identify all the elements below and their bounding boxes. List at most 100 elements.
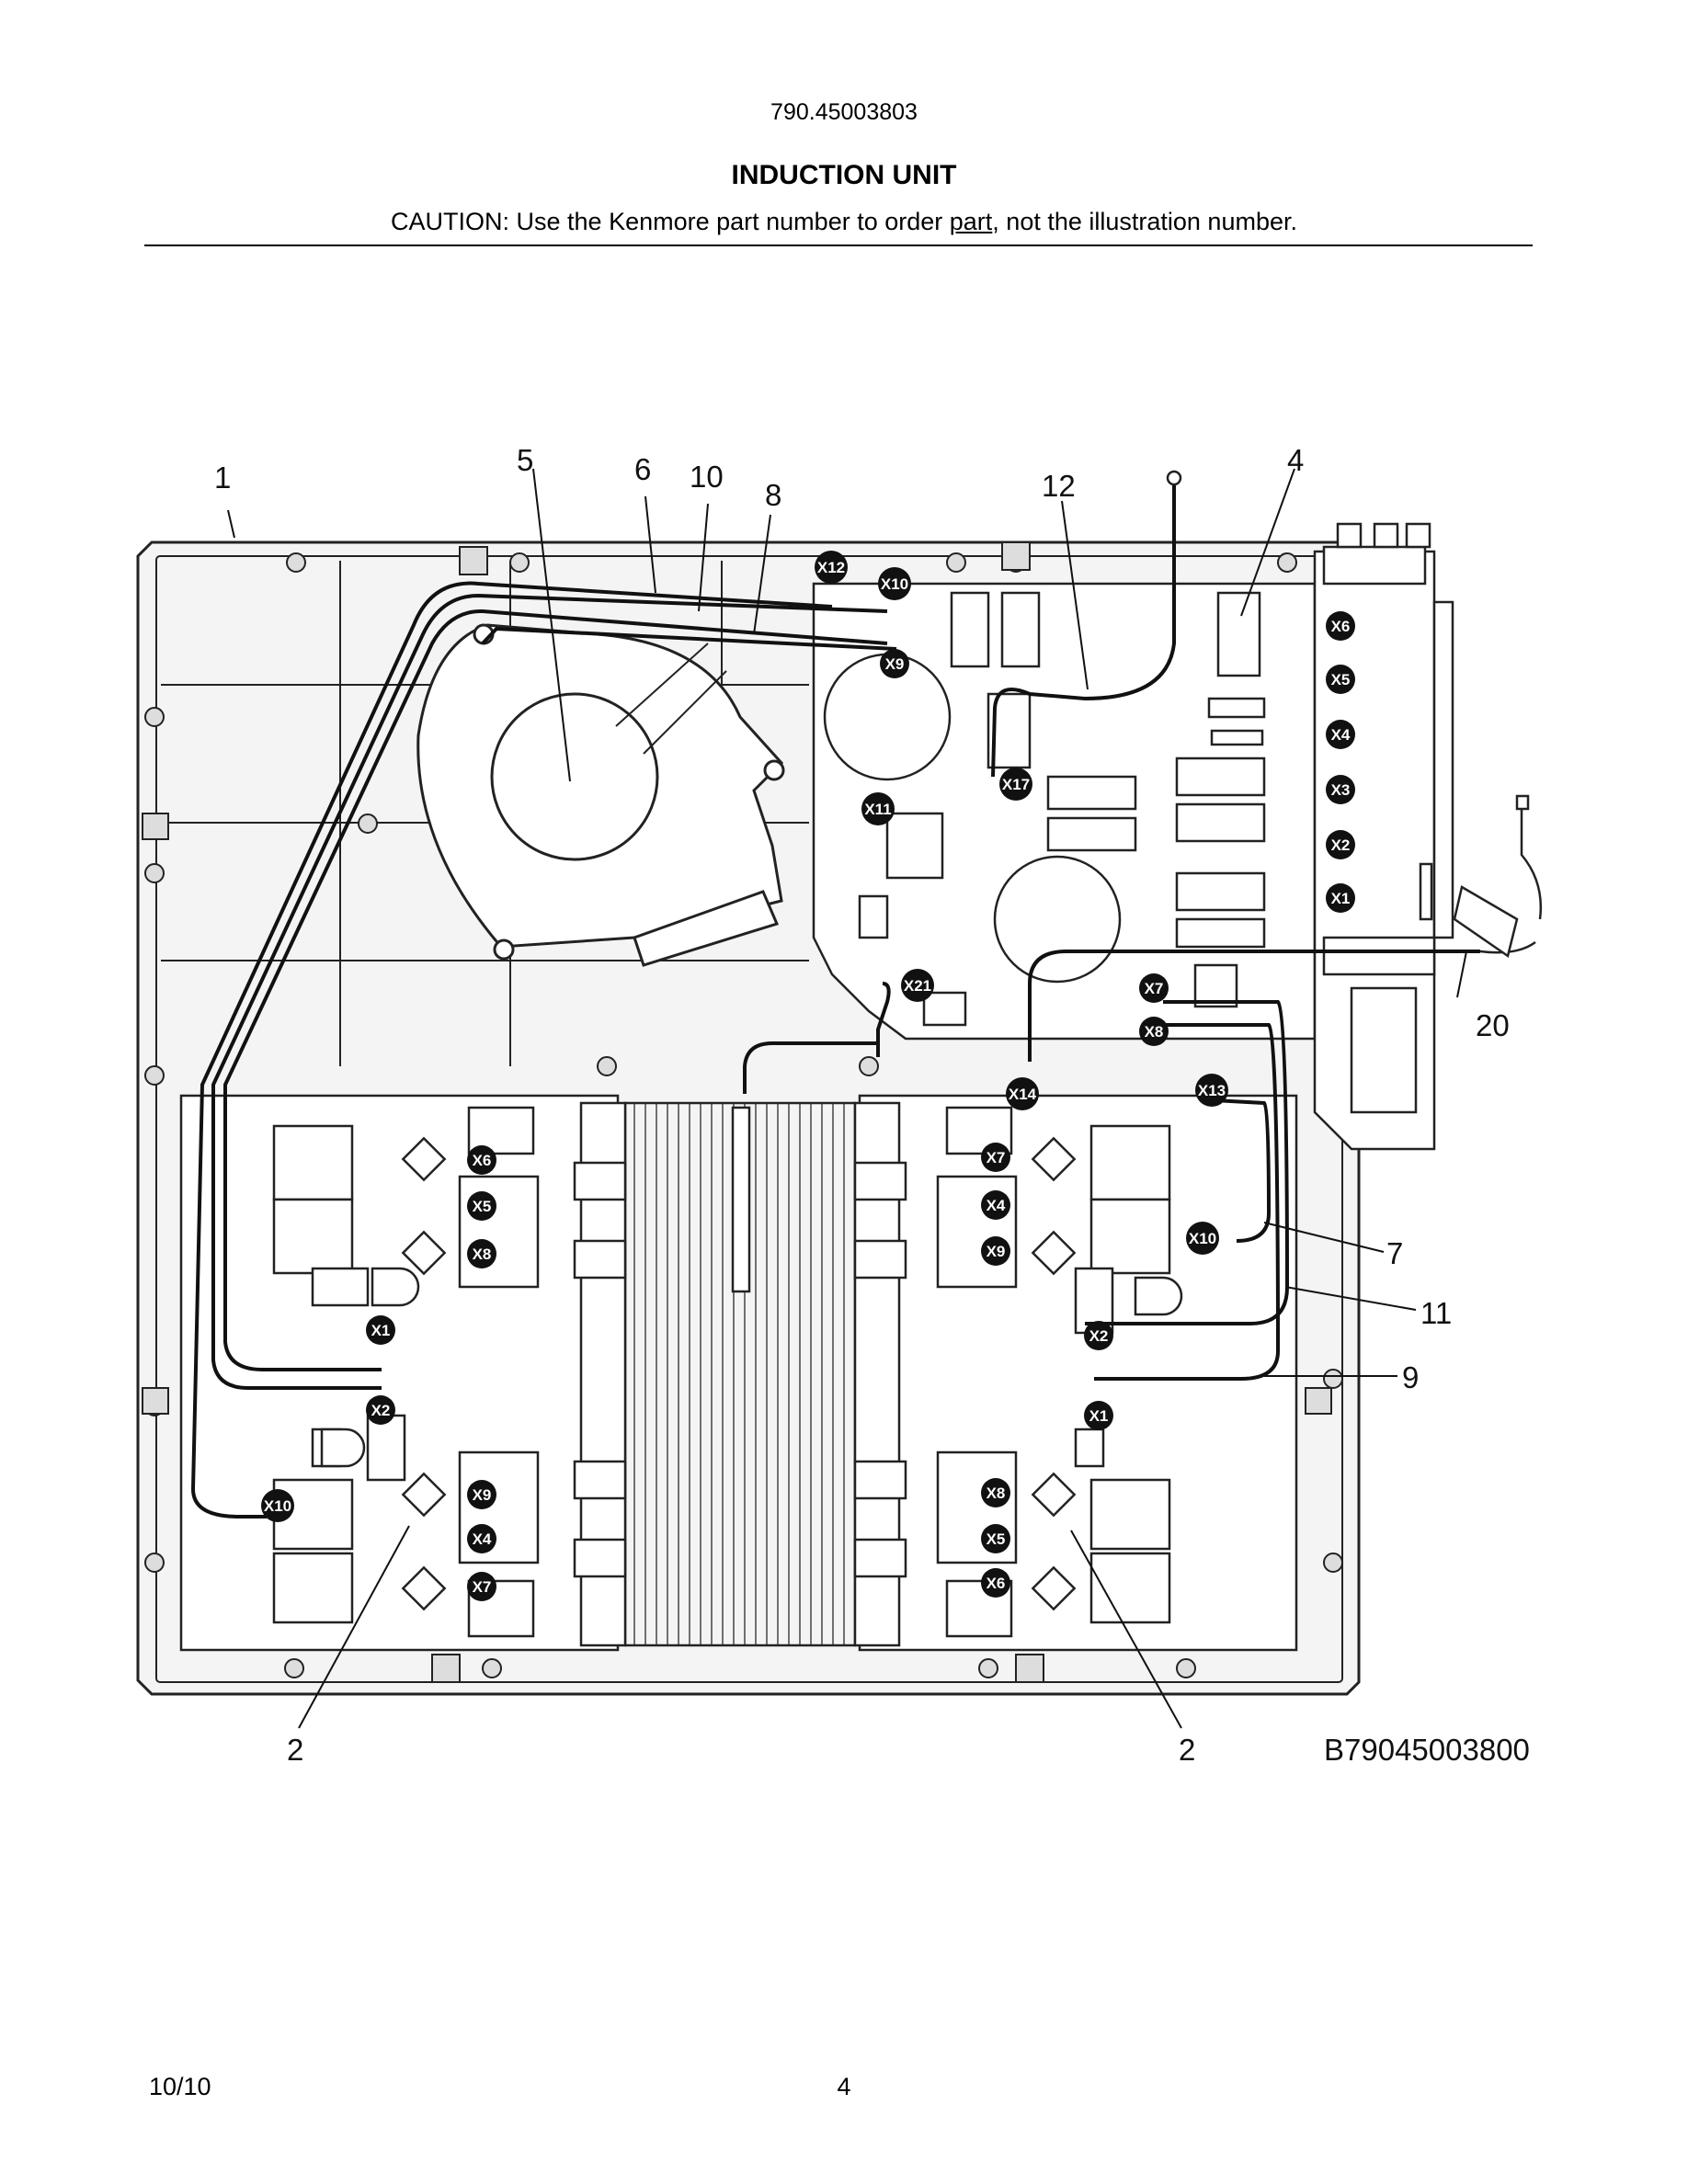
svg-text:X5: X5 bbox=[987, 1530, 1006, 1548]
blower-fan bbox=[416, 623, 785, 967]
caution-prefix: CAUTION: Use the Kenmore part number to … bbox=[391, 208, 950, 235]
caution-suffix: , not the illustration number. bbox=[992, 208, 1297, 235]
connector-badge: X2 bbox=[1084, 1321, 1113, 1350]
connector-badge: X11 bbox=[861, 792, 895, 825]
ground-wire bbox=[1166, 470, 1542, 959]
svg-text:X3: X3 bbox=[1331, 781, 1351, 799]
connector-badge: X6 bbox=[467, 1145, 496, 1175]
svg-text:X10: X10 bbox=[881, 575, 908, 593]
svg-text:X2: X2 bbox=[371, 1402, 391, 1419]
connector-badge: X14 bbox=[1006, 1077, 1039, 1110]
svg-text:X4: X4 bbox=[1331, 726, 1351, 744]
svg-text:X2: X2 bbox=[1089, 1327, 1109, 1345]
connector-badge: X5 bbox=[981, 1524, 1010, 1553]
svg-text:X21: X21 bbox=[904, 977, 931, 995]
svg-text:X9: X9 bbox=[885, 655, 905, 673]
connector-badge: X2 bbox=[366, 1395, 395, 1425]
connector-badge: X6 bbox=[1326, 611, 1355, 641]
heatsink bbox=[573, 1101, 907, 1647]
frame-screws bbox=[142, 541, 1343, 1683]
connector-badge: X8 bbox=[467, 1239, 496, 1268]
connector-badge: X4 bbox=[981, 1190, 1010, 1220]
connector-badge: X5 bbox=[467, 1191, 496, 1221]
footer-date: 10/10 bbox=[149, 2073, 211, 2100]
svg-text:X6: X6 bbox=[987, 1575, 1006, 1592]
header-rule bbox=[144, 245, 1533, 246]
svg-text:X11: X11 bbox=[864, 801, 891, 818]
right-power-board bbox=[858, 1094, 1298, 1652]
left-power-board bbox=[179, 1094, 620, 1652]
connector-badge: X4 bbox=[1326, 720, 1355, 749]
svg-text:X9: X9 bbox=[987, 1243, 1006, 1260]
svg-text:X8: X8 bbox=[473, 1246, 492, 1263]
connector-badge: X5 bbox=[1326, 665, 1355, 694]
connector-badge: X7 bbox=[467, 1572, 496, 1601]
callout-1: 1 bbox=[214, 461, 231, 495]
connector-badge: X1 bbox=[366, 1315, 395, 1345]
connector-badge: X8 bbox=[981, 1478, 1010, 1507]
svg-text:X8: X8 bbox=[987, 1484, 1006, 1502]
connector-badge: X1 bbox=[1326, 883, 1355, 913]
callout-4: 4 bbox=[1287, 443, 1304, 477]
connector-badge: X13 bbox=[1195, 1074, 1228, 1107]
terminal-block bbox=[1313, 522, 1454, 1151]
svg-text:X7: X7 bbox=[1145, 980, 1164, 997]
svg-text:X1: X1 bbox=[371, 1322, 391, 1339]
svg-text:X7: X7 bbox=[473, 1578, 492, 1596]
svg-text:X8: X8 bbox=[1145, 1023, 1164, 1041]
connector-badge: X8 bbox=[1139, 1017, 1169, 1046]
connector-badge: X6 bbox=[981, 1568, 1010, 1598]
callout-2-left: 2 bbox=[287, 1733, 303, 1767]
figure-code: B79045003800 bbox=[1324, 1733, 1530, 1767]
model-number: 790.45003803 bbox=[770, 99, 918, 125]
section-title: INDUCTION UNIT bbox=[731, 160, 957, 190]
connector-badge: X7 bbox=[1139, 973, 1169, 1003]
svg-text:X5: X5 bbox=[473, 1198, 492, 1215]
caution-note: CAUTION: Use the Kenmore part number to … bbox=[0, 208, 1688, 236]
connector-badge: X12 bbox=[815, 551, 848, 584]
page-number: 4 bbox=[837, 2073, 851, 2100]
svg-text:X4: X4 bbox=[987, 1197, 1006, 1214]
svg-text:X13: X13 bbox=[1198, 1082, 1226, 1099]
svg-text:X10: X10 bbox=[1189, 1230, 1216, 1247]
callout-6: 6 bbox=[634, 452, 651, 486]
connector-badges: X12 X10 X9 X17 X11 X21 X7 X8 X14 X13 X6 … bbox=[261, 551, 1355, 1601]
svg-text:X12: X12 bbox=[817, 559, 845, 576]
connector-badge: X2 bbox=[1326, 830, 1355, 859]
connector-badge: X10 bbox=[261, 1489, 294, 1522]
callout-5: 5 bbox=[517, 443, 533, 477]
svg-text:X1: X1 bbox=[1089, 1407, 1109, 1425]
connector-badge: X4 bbox=[467, 1524, 496, 1553]
svg-text:X2: X2 bbox=[1331, 836, 1351, 854]
callout-8: 8 bbox=[765, 478, 781, 512]
svg-text:X6: X6 bbox=[1331, 618, 1351, 635]
callout-9: 9 bbox=[1402, 1360, 1419, 1394]
connector-badge: X9 bbox=[981, 1236, 1010, 1266]
callout-20: 20 bbox=[1476, 1008, 1510, 1042]
callout-leaders bbox=[227, 468, 1467, 1729]
induction-unit-diagram: 1 5 6 10 8 12 4 20 7 11 9 2 2 B790450038… bbox=[136, 443, 1542, 1767]
connector-badge: X10 bbox=[878, 567, 911, 600]
svg-text:X14: X14 bbox=[1009, 1086, 1037, 1103]
connector-badge: X1 bbox=[1084, 1401, 1113, 1430]
svg-text:X7: X7 bbox=[987, 1149, 1006, 1166]
connector-badge: X21 bbox=[901, 969, 934, 1002]
caution-underlined-word: part bbox=[949, 208, 993, 235]
connector-badge: X10 bbox=[1186, 1222, 1219, 1255]
callout-11: 11 bbox=[1420, 1296, 1452, 1330]
svg-text:X1: X1 bbox=[1331, 890, 1351, 907]
svg-text:X5: X5 bbox=[1331, 671, 1351, 688]
callout-10: 10 bbox=[690, 460, 724, 494]
callout-2-right: 2 bbox=[1179, 1733, 1195, 1767]
connector-badge: X17 bbox=[999, 768, 1032, 801]
svg-text:X10: X10 bbox=[264, 1497, 291, 1515]
wire-harness bbox=[190, 483, 1480, 1519]
svg-text:X4: X4 bbox=[473, 1530, 492, 1548]
svg-text:X6: X6 bbox=[473, 1152, 492, 1169]
connector-badge: X9 bbox=[467, 1480, 496, 1509]
svg-text:X17: X17 bbox=[1002, 776, 1030, 793]
connector-badge: X7 bbox=[981, 1143, 1010, 1172]
svg-text:X9: X9 bbox=[473, 1486, 492, 1504]
callout-7: 7 bbox=[1386, 1236, 1403, 1270]
callout-numbers: 1 5 6 10 8 12 4 20 7 11 9 2 2 B790450038… bbox=[214, 443, 1530, 1767]
